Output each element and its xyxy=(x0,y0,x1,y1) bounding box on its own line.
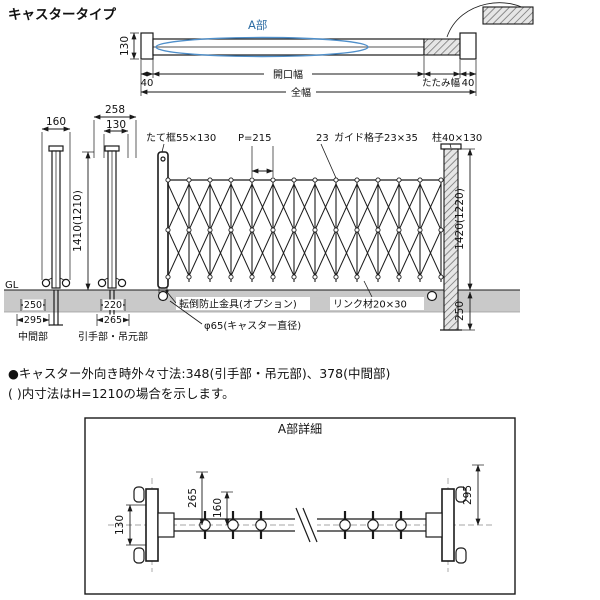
detail-right-assembly xyxy=(425,478,467,572)
accordion-lattice xyxy=(168,184,441,276)
detail-rail xyxy=(174,506,448,544)
vertical-frame xyxy=(157,151,169,289)
detail-outer-width-value: 295 xyxy=(462,485,474,505)
handle-caster-value: 220 xyxy=(104,300,122,311)
rail-height-value: 130 xyxy=(119,36,131,56)
detail-frame-depth-value: 130 xyxy=(114,515,126,535)
caster-wheel xyxy=(117,278,127,288)
post-label: 柱40×130 xyxy=(432,131,482,144)
detail-handle-half-value: 265 xyxy=(187,488,199,508)
top-view-diagram: A部 130 40 開口幅 たたみ幅 40 xyxy=(119,2,534,99)
caster-diameter-callout: φ65(キャスター直径) xyxy=(204,319,301,332)
caster-wheel xyxy=(97,278,107,288)
gate-height-dimension: 1410(1210) xyxy=(72,151,94,291)
page-title: キャスタータイプ xyxy=(8,7,116,23)
notes: ●キャスター外向き時外々寸法:348(引手部・吊元部)、378(中間部) ( )… xyxy=(8,366,390,401)
anti-tip-callout: 転倒防止金具(オプション) xyxy=(179,298,297,311)
handle-base-value: 265 xyxy=(104,315,122,326)
lattice-label: ガイド格子23×35 xyxy=(334,131,418,144)
width-dimensions: 40 開口幅 たたみ幅 40 全幅 xyxy=(141,56,477,99)
fold-area-topview xyxy=(423,38,461,56)
detail-box: A部詳細 xyxy=(84,417,516,595)
pitch-label: P=215 xyxy=(238,133,272,144)
folded-gate-block xyxy=(482,6,534,25)
middle-post-side-view: 160 xyxy=(41,116,71,326)
rail-height-dimension: 130 xyxy=(119,32,139,60)
leaf-caster xyxy=(426,290,438,302)
post-embed-value: 250 xyxy=(454,301,466,321)
elevation-diagram: GL 160 xyxy=(4,104,520,343)
right-margin-value: 40 xyxy=(462,78,475,89)
middle-width-value: 160 xyxy=(46,116,66,128)
caster-wheel xyxy=(61,278,71,288)
opening-width-label: 開口幅 xyxy=(273,68,303,81)
link-material-callout: リンク材20×30 xyxy=(333,298,407,311)
note-line2: ( )内寸法はH=1210の場合を示します。 xyxy=(8,386,235,401)
handle-part-label: 引手部・吊元部 xyxy=(78,330,148,343)
total-width-label: 全幅 xyxy=(291,86,311,99)
gate-height-value: 1410(1210) xyxy=(72,190,84,252)
section-a-label: A部 xyxy=(248,18,267,32)
middle-base-value: 295 xyxy=(24,315,42,326)
post-height-value: 1420(1220) xyxy=(454,188,466,250)
frame-caster xyxy=(157,290,169,302)
lattice-width-label: 23 xyxy=(316,133,329,144)
detail-left-assembly xyxy=(133,478,175,572)
left-margin-value: 40 xyxy=(141,78,154,89)
handle-inner-value: 130 xyxy=(106,119,126,131)
middle-part-base-dims: 250 295 中間部 xyxy=(16,299,50,343)
middle-part-label: 中間部 xyxy=(18,330,48,343)
caster-wheel xyxy=(41,278,51,288)
gl-label: GL xyxy=(5,280,19,291)
detail-title: A部詳細 xyxy=(278,421,322,436)
callouts: 転倒防止金具(オプション) リンク材20×30 φ65(キャスター直径) xyxy=(165,280,424,332)
handle-part-base-dims: 220 265 引手部・吊元部 xyxy=(78,299,148,343)
part-labels: たて框55×130 P=215 23 ガイド格子23×35 柱40×130 xyxy=(146,131,482,179)
handle-outer-value: 258 xyxy=(105,104,125,116)
detail-middle-half-value: 160 xyxy=(212,498,224,518)
fold-width-label: たたみ幅 xyxy=(422,77,461,89)
right-post-topview xyxy=(459,32,477,60)
left-post-topview xyxy=(140,32,154,60)
detail-dimensions: 130 265 160 295 xyxy=(114,464,484,546)
post-height-dimension: 1420(1220) 250 xyxy=(454,148,475,331)
gate-leaf xyxy=(157,151,444,302)
break-symbol xyxy=(295,507,311,543)
frame-label: たて框55×130 xyxy=(146,131,216,144)
middle-caster-value: 250 xyxy=(24,300,42,311)
note-line1: ●キャスター外向き時外々寸法:348(引手部・吊元部)、378(中間部) xyxy=(8,366,390,381)
section-a-ellipse xyxy=(155,36,369,58)
